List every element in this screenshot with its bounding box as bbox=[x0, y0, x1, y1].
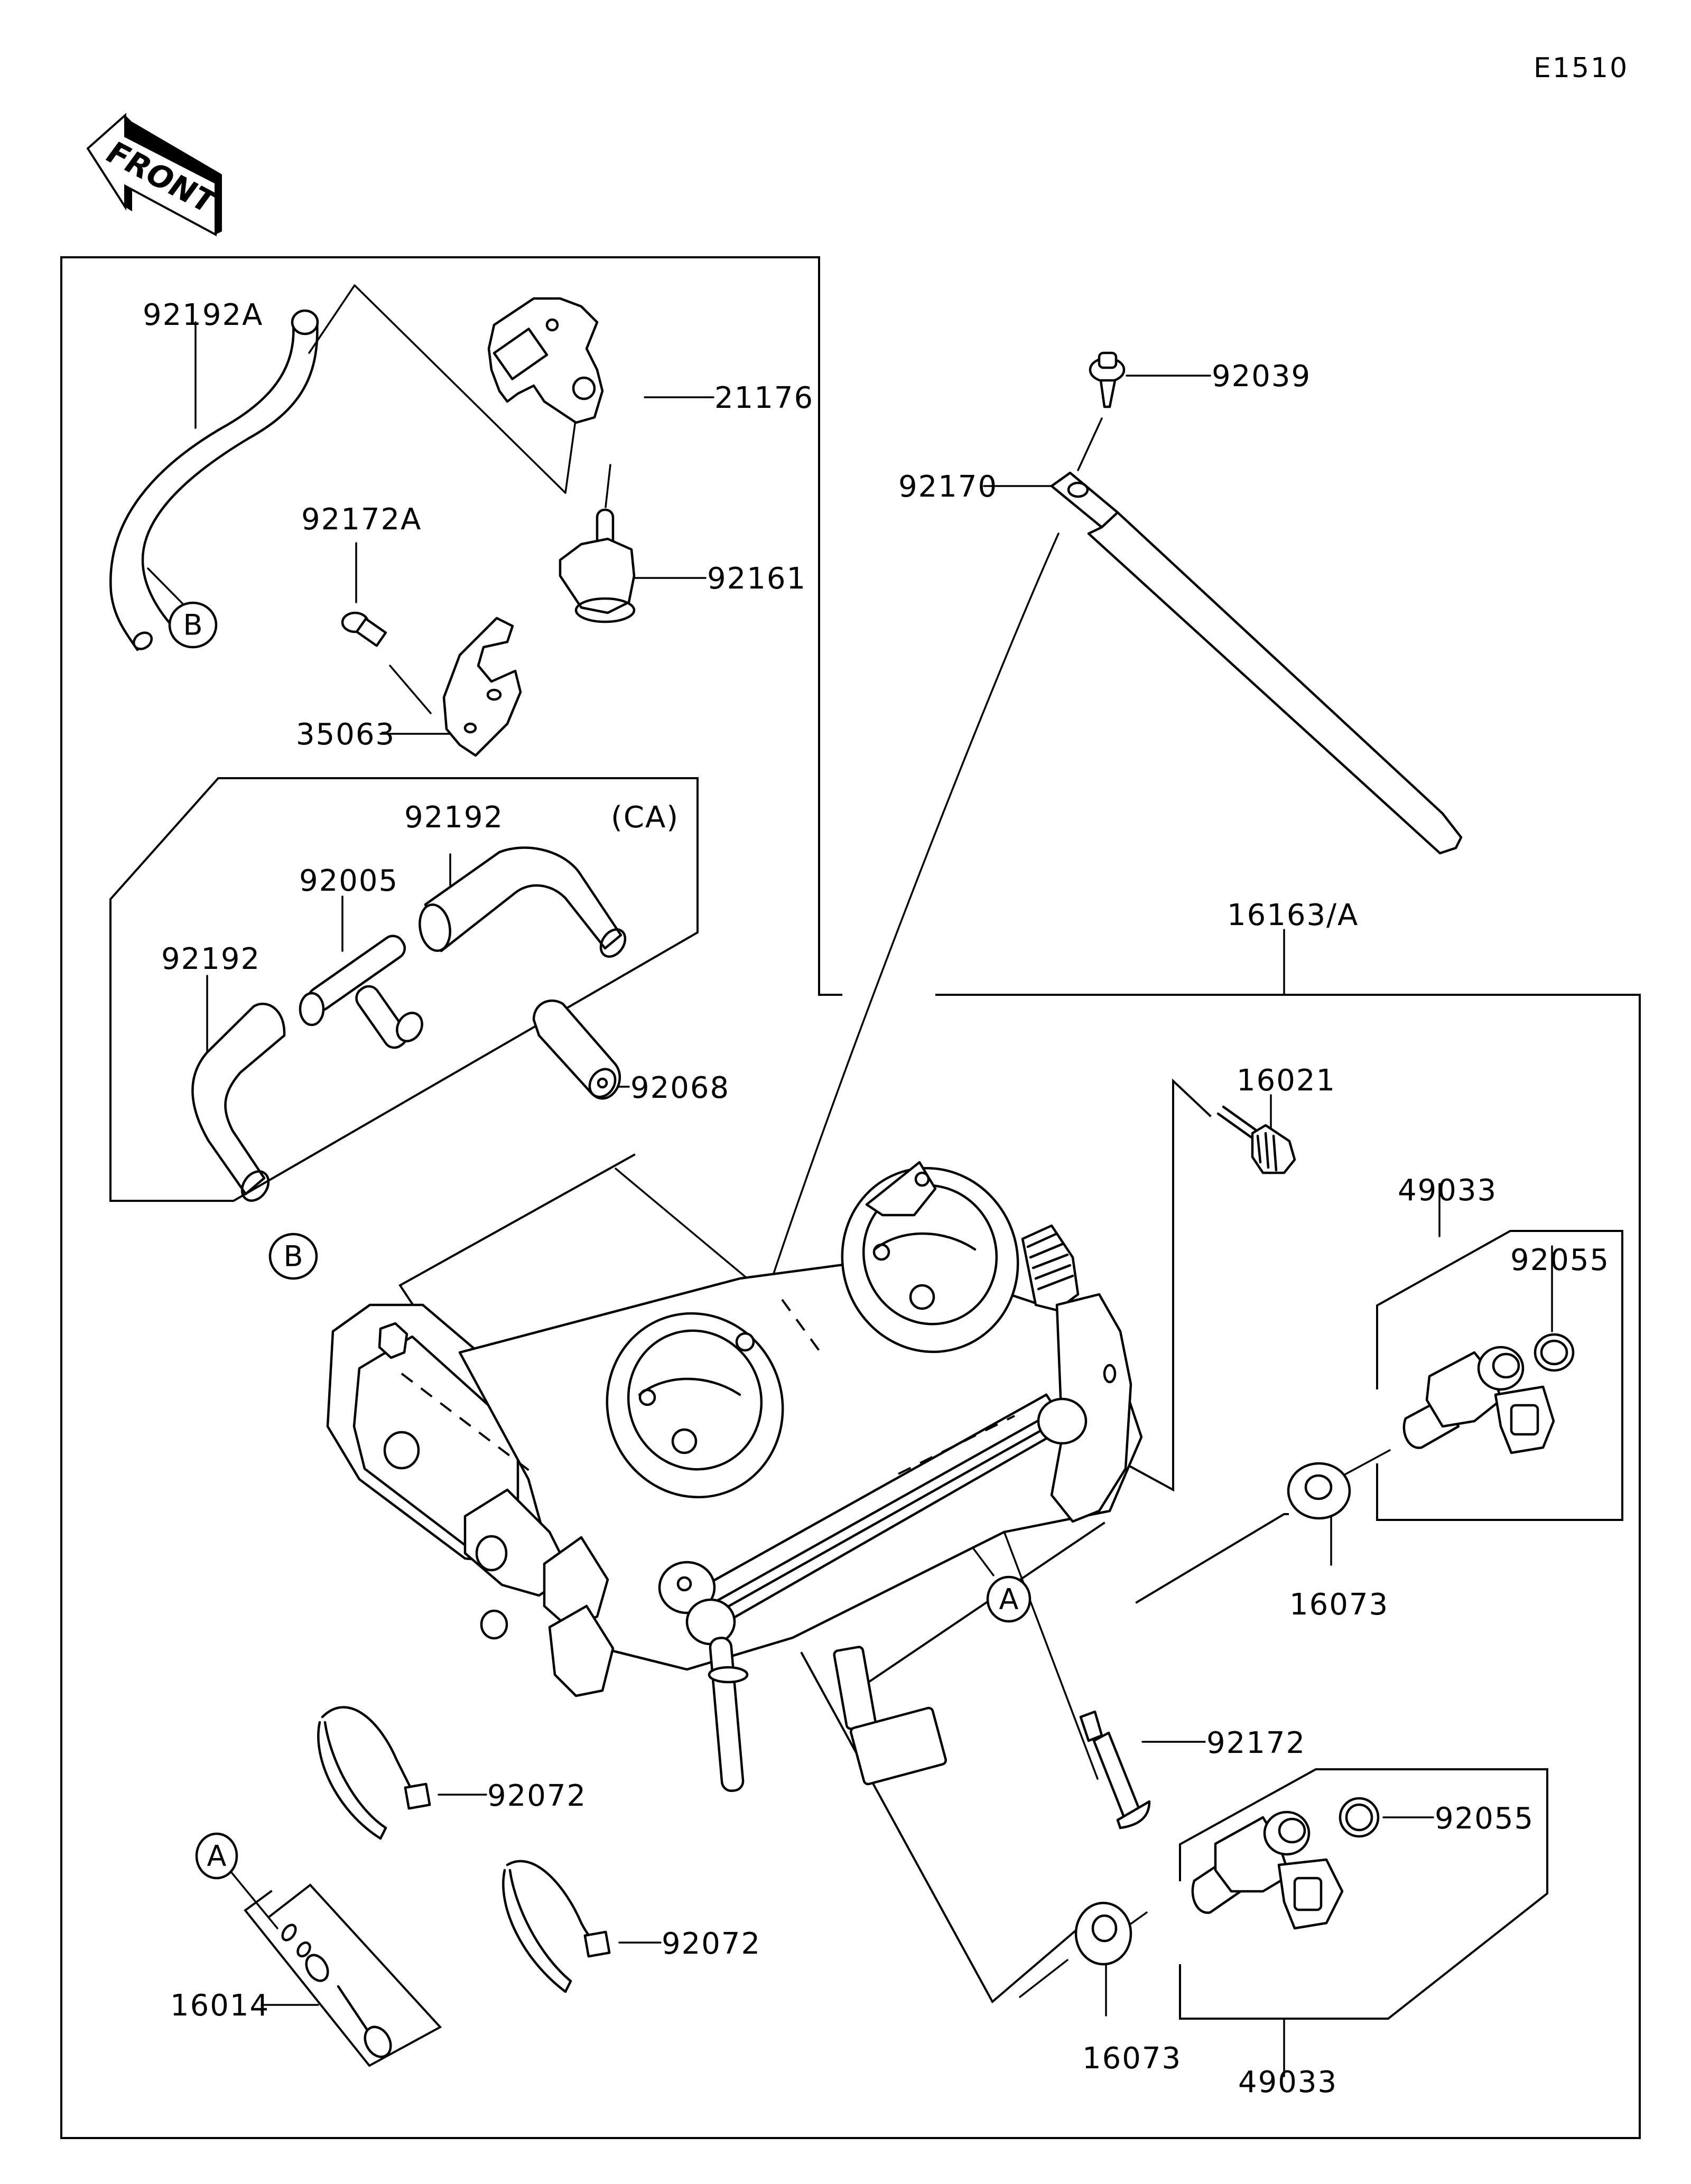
strap-92170 bbox=[1050, 471, 1463, 855]
label-16073-upper: 16073 bbox=[1289, 1588, 1389, 1622]
label-92072-lower: 92072 bbox=[662, 1927, 761, 1961]
label-16073-lower: 16073 bbox=[1082, 2041, 1182, 2076]
throttle-body-16163 bbox=[326, 1161, 1143, 1792]
label-16014: 16014 bbox=[170, 1989, 270, 2023]
svg-text:B: B bbox=[283, 1240, 303, 1273]
label-92068: 92068 bbox=[630, 1071, 730, 1105]
tie-92072-lower bbox=[502, 1860, 611, 1993]
svg-text:A: A bbox=[207, 1840, 227, 1873]
label-16021: 16021 bbox=[1237, 1063, 1336, 1098]
label-49033-upper: 49033 bbox=[1398, 1173, 1497, 1208]
ref-circle-b-top: B bbox=[168, 601, 218, 649]
leader-lines bbox=[147, 284, 1553, 2077]
label-92172a: 92172A bbox=[301, 502, 422, 537]
label-92055-upper: 92055 bbox=[1510, 1243, 1610, 1277]
label-92055-lower: 92055 bbox=[1435, 1802, 1534, 1836]
frame-49033-lower bbox=[1179, 1768, 1548, 2020]
svg-text:A: A bbox=[999, 1583, 1019, 1616]
label-92192-upper: 92192 bbox=[404, 800, 504, 835]
label-16163a: 16163/A bbox=[1227, 898, 1359, 932]
label-49033-lower: 49033 bbox=[1238, 2065, 1337, 2099]
frame-upper-left bbox=[60, 256, 1641, 2139]
label-21176: 21176 bbox=[714, 381, 814, 415]
label-92170: 92170 bbox=[898, 470, 998, 504]
label-92039: 92039 bbox=[1212, 359, 1311, 394]
ref-circle-b-body: B bbox=[268, 1233, 318, 1280]
bolt-92172a bbox=[341, 611, 387, 647]
bolt-92172 bbox=[1079, 1710, 1151, 1830]
screw-16021 bbox=[1216, 1105, 1296, 1174]
sensor-21176 bbox=[487, 297, 604, 424]
ref-circle-a-body: A bbox=[986, 1575, 1032, 1623]
front-arrow-icon: FRONT bbox=[86, 113, 224, 237]
cap-92068 bbox=[532, 999, 621, 1100]
injector-49033-upper bbox=[1402, 1346, 1555, 1454]
diagram-code: E1510 bbox=[1534, 52, 1629, 84]
frame-49033-upper bbox=[1376, 1230, 1623, 1521]
joint-92005 bbox=[299, 935, 423, 1049]
hose-92192-upper bbox=[419, 846, 627, 958]
label-ca: (CA) bbox=[611, 800, 679, 835]
tie-92072-upper bbox=[317, 1706, 431, 1840]
frame-body-top bbox=[398, 1153, 636, 1323]
label-92072-upper: 92072 bbox=[487, 1779, 587, 1813]
frame-16021 bbox=[1124, 1078, 1212, 1492]
label-92005: 92005 bbox=[299, 864, 398, 898]
injector-49033-lower bbox=[1191, 1810, 1344, 1930]
oring-92055-lower-inner bbox=[1345, 1803, 1373, 1832]
label-92172: 92172 bbox=[1206, 1726, 1306, 1760]
frame-ca-kit bbox=[109, 777, 699, 1202]
label-92192-lower: 92192 bbox=[161, 942, 261, 976]
kit-16014-parts bbox=[281, 1924, 392, 2058]
grommet-16073-lower bbox=[1074, 1901, 1132, 1966]
grommet-16073-upper bbox=[1287, 1462, 1351, 1520]
oring-92055-upper-inner bbox=[1540, 1339, 1568, 1366]
frame-body-right bbox=[1135, 1513, 1289, 1604]
frame-body-lower-link bbox=[854, 1522, 1105, 1692]
holder-92161 bbox=[559, 508, 636, 623]
label-92161: 92161 bbox=[707, 562, 806, 596]
clip-92039 bbox=[1089, 351, 1126, 408]
label-92192a: 92192A bbox=[143, 298, 263, 332]
bracket-35063 bbox=[442, 617, 522, 757]
hose-92192-lower bbox=[191, 1003, 286, 1202]
svg-text:B: B bbox=[183, 609, 202, 642]
label-35063: 35063 bbox=[296, 717, 395, 752]
frame-16014-kit bbox=[244, 1883, 442, 2067]
ref-circle-a-kit: A bbox=[195, 1832, 238, 1880]
hose-92192a bbox=[109, 309, 319, 651]
